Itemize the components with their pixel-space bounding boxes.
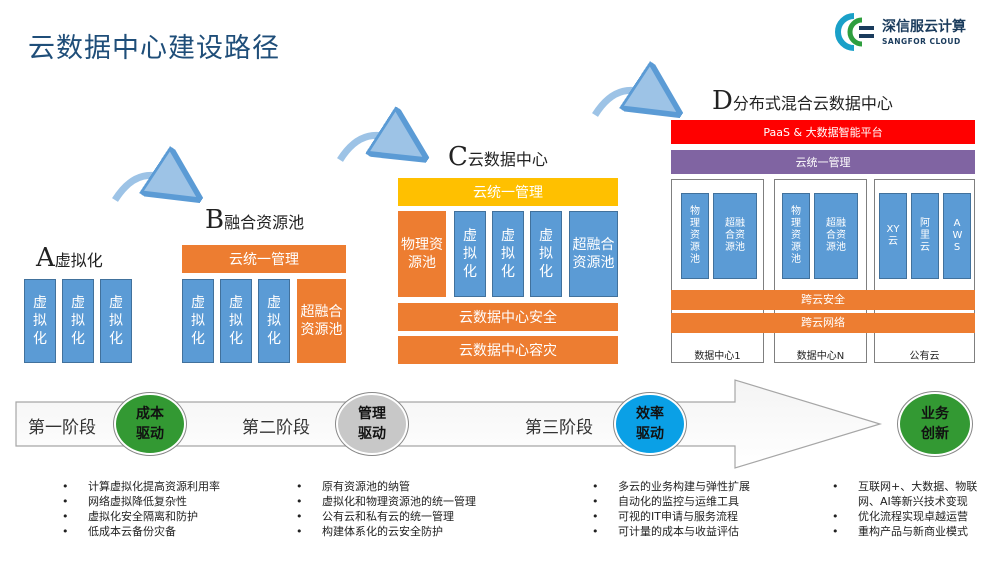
stage-c-title: C云数据中心 bbox=[448, 142, 548, 172]
goal-bullets: 互联网+、大数据、物联 网、AI等新兴技术变现 优化流程实现卓越运营 重构产品与… bbox=[832, 479, 977, 539]
list-item: 虚拟化安全隔离和防护 bbox=[62, 509, 220, 524]
list-item-continued: 网、AI等新兴技术变现 bbox=[858, 495, 968, 508]
list-item: 构建体系化的云安全防护 bbox=[296, 524, 476, 539]
list-item: 可计量的成本与收益评估 bbox=[592, 524, 750, 539]
stage-d-name: 分布式混合云数据中心 bbox=[732, 94, 893, 113]
list-item: 原有资源池的纳管 bbox=[296, 479, 476, 494]
stage-a-virt-box-3: 虚拟化 bbox=[100, 279, 132, 363]
list-item: 公有云和私有云的统一管理 bbox=[296, 509, 476, 524]
stage-d-mgmt-bar: 云统一管理 bbox=[671, 150, 975, 174]
stage-d-letter: D bbox=[712, 86, 733, 116]
list-item: 计算虚拟化提高资源利用率 bbox=[62, 479, 220, 494]
stage-d-title: D分布式混合云数据中心 bbox=[712, 86, 893, 116]
dc1-hci-box: 超融合资源池 bbox=[713, 193, 757, 279]
dcn-hci-box: 超融合资源池 bbox=[814, 193, 858, 279]
page-title: 云数据中心建设路径 bbox=[28, 33, 280, 64]
sangfor-logo-icon bbox=[835, 13, 874, 51]
public-cloud-label: 公有云 bbox=[909, 351, 940, 362]
stage-a-title: A虚拟化 bbox=[36, 243, 103, 273]
stage-c-virt-box-3: 虚拟化 bbox=[530, 211, 562, 297]
phase-1-driver-circle: 成本驱动 bbox=[114, 393, 186, 455]
phase-1-label: 第一阶段 bbox=[28, 418, 96, 438]
stage-b-mgmt-bar: 云统一管理 bbox=[182, 245, 346, 273]
list-item: 优化流程实现卓越运营 bbox=[832, 509, 977, 524]
stage-a-virt-box-2: 虚拟化 bbox=[62, 279, 94, 363]
goal-circle: 业务创新 bbox=[898, 392, 972, 456]
stage-d-cross-network-bar: 跨云网络 bbox=[671, 313, 975, 333]
list-item: 虚拟化和物理资源池的统一管理 bbox=[296, 494, 476, 509]
phase-3-driver-circle: 效率驱动 bbox=[614, 393, 686, 455]
dcn-label: 数据中心N bbox=[796, 351, 845, 362]
dcn-phys-box: 物理资源池 bbox=[782, 193, 810, 279]
stage-a-virt-box-1: 虚拟化 bbox=[24, 279, 56, 363]
stage-b-title: B融合资源池 bbox=[205, 205, 304, 235]
stage-c-virt-box-1: 虚拟化 bbox=[454, 211, 486, 297]
list-item: 重构产品与新商业模式 bbox=[832, 524, 977, 539]
list-item: 低成本云备份灾备 bbox=[62, 524, 220, 539]
phase-1-bullets: 计算虚拟化提高资源利用率 网络虚拟降低复杂性 虚拟化安全隔离和防护 低成本云备份… bbox=[62, 479, 220, 539]
stage-b-virt-box-3: 虚拟化 bbox=[258, 279, 290, 363]
public-aws-box: AWS bbox=[943, 193, 971, 279]
arrow-b-to-c-icon bbox=[337, 135, 404, 160]
phase-2-label: 第二阶段 bbox=[242, 418, 310, 438]
stage-c-hci-box: 超融合资源池 bbox=[569, 211, 618, 297]
arrow-a-to-b-icon bbox=[112, 175, 178, 200]
stage-d-paas-bar: PaaS & 大数据智能平台 bbox=[671, 120, 975, 144]
stage-c-name: 云数据中心 bbox=[467, 150, 548, 169]
public-xy-cloud-box: XY云 bbox=[879, 193, 907, 279]
stage-a-letter: A bbox=[36, 243, 55, 273]
stage-c-letter: C bbox=[448, 142, 468, 172]
logo-en-text: SANGFOR CLOUD bbox=[882, 37, 961, 46]
dc1-label: 数据中心1 bbox=[694, 351, 741, 362]
phase-3-label: 第三阶段 bbox=[525, 418, 593, 438]
stage-c-phys-box: 物理资源池 bbox=[398, 211, 446, 297]
list-item: 互联网+、大数据、物联 bbox=[832, 479, 977, 494]
phase-2-bullets: 原有资源池的纳管 虚拟化和物理资源池的统一管理 公有云和私有云的统一管理 构建体… bbox=[296, 479, 476, 539]
phase-3-bullets: 多云的业务构建与弹性扩展 自动化的监控与运维工具 可视的IT申请与服务流程 可计… bbox=[592, 479, 750, 539]
stage-b-name: 融合资源池 bbox=[224, 213, 305, 232]
stage-c-dr-bar: 云数据中心容灾 bbox=[398, 336, 618, 364]
dc1-phys-box: 物理资源池 bbox=[681, 193, 709, 279]
stage-a-name: 虚拟化 bbox=[54, 251, 103, 270]
phase-2-driver-circle: 管理驱动 bbox=[336, 393, 408, 455]
list-item: 多云的业务构建与弹性扩展 bbox=[592, 479, 750, 494]
stage-b-virt-box-2: 虚拟化 bbox=[220, 279, 252, 363]
stage-c-security-bar: 云数据中心安全 bbox=[398, 303, 618, 331]
stage-b-hci-box: 超融合资源池 bbox=[297, 279, 346, 363]
logo-cn-text: 深信服云计算 bbox=[882, 19, 966, 35]
stage-c-mgmt-bar: 云统一管理 bbox=[398, 178, 618, 206]
list-item: 自动化的监控与运维工具 bbox=[592, 494, 750, 509]
arrow-c-to-d-icon bbox=[592, 90, 658, 115]
stage-d-cross-security-bar: 跨云安全 bbox=[671, 290, 975, 310]
logo: 深信服云计算 SANGFOR CLOUD bbox=[832, 10, 982, 54]
stage-b-letter: B bbox=[205, 205, 225, 235]
list-item: 可视的IT申请与服务流程 bbox=[592, 509, 750, 524]
public-aliyun-box: 阿里云 bbox=[911, 193, 939, 279]
list-item: 网络虚拟降低复杂性 bbox=[62, 494, 220, 509]
stage-c-virt-box-2: 虚拟化 bbox=[492, 211, 524, 297]
stage-b-virt-box-1: 虚拟化 bbox=[182, 279, 214, 363]
